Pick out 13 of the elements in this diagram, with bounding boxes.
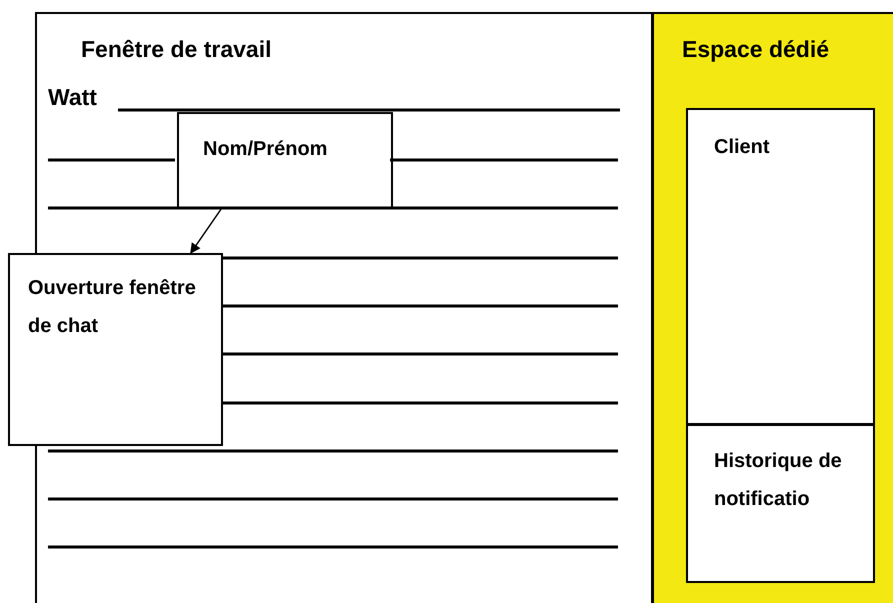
box-label: Client: [714, 135, 771, 160]
box-label: Historique de notificatio: [714, 449, 843, 512]
heading: Espace dédié: [682, 36, 830, 64]
text-box: [177, 112, 393, 209]
text-box: [8, 253, 223, 446]
field-label: Watt: [48, 84, 97, 111]
text-box: [686, 424, 875, 583]
text-box: [686, 108, 875, 425]
panel: [652, 12, 893, 603]
box-label: Ouverture fenêtre de chat: [28, 276, 197, 339]
box-label: Nom/Prénom: [203, 137, 328, 162]
arrow: [190, 206, 224, 254]
heading: Fenêtre de travail: [81, 36, 272, 64]
